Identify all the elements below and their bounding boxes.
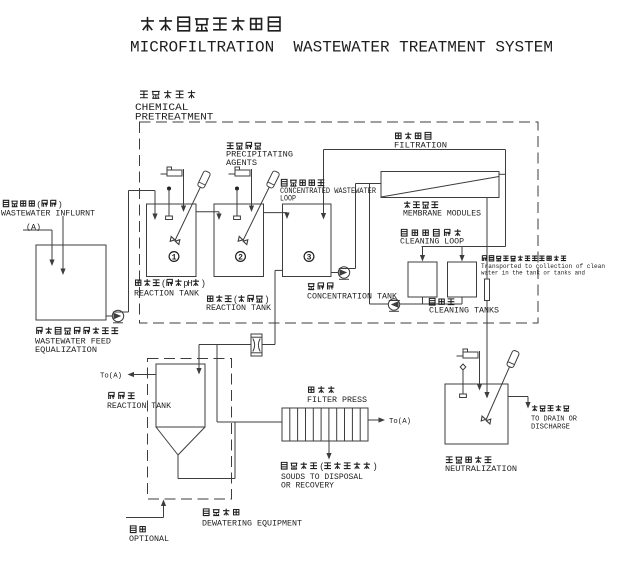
svg-text:PRETREATMENT: PRETREATMENT xyxy=(135,112,213,124)
svg-text:OPTIONAL: OPTIONAL xyxy=(129,534,169,544)
svg-text:PRECIPITATING: PRECIPITATING xyxy=(226,150,293,160)
svg-text:): ) xyxy=(264,295,269,305)
svg-text:To(A): To(A) xyxy=(100,373,122,381)
svg-text:REACTION TANK: REACTION TANK xyxy=(206,303,272,313)
svg-text:): ) xyxy=(201,279,206,289)
svg-text:(: ( xyxy=(36,200,41,210)
svg-text:FILTER PRESS: FILTER PRESS xyxy=(307,395,367,405)
svg-text:Transported to collection of c: Transported to collection of clean xyxy=(481,263,605,270)
svg-text:(: ( xyxy=(319,462,324,472)
svg-text:TO DRAIN OR: TO DRAIN OR xyxy=(531,416,578,424)
svg-text:SOUDS TO DISPOSAL: SOUDS TO DISPOSAL xyxy=(281,472,363,482)
svg-text:H: H xyxy=(187,279,192,289)
svg-text:(A): (A) xyxy=(26,223,41,233)
svg-text:CLEANING LOOP: CLEANING LOOP xyxy=(400,237,464,247)
svg-text:p: p xyxy=(183,279,188,289)
svg-text:LOOP: LOOP xyxy=(280,194,296,204)
svg-text:(: ( xyxy=(161,279,166,289)
svg-text:REACTION TANK: REACTION TANK xyxy=(107,401,172,411)
svg-text:FILTRATION: FILTRATION xyxy=(394,141,447,151)
svg-text:NEUTRALIZATION: NEUTRALIZATION xyxy=(445,464,517,474)
svg-text:WASTEWATER FEED: WASTEWATER FEED xyxy=(35,337,111,347)
svg-text:water in the tank or tanks and: water in the tank or tanks and xyxy=(481,270,585,277)
svg-text:CONCENTRATION TANK: CONCENTRATION TANK xyxy=(307,292,398,302)
svg-text:MICROFILTRATION WASTEWATER TR: MICROFILTRATION WASTEWATER TREATMENT SYS… xyxy=(130,39,553,57)
svg-text:2: 2 xyxy=(238,253,243,262)
svg-text:1: 1 xyxy=(172,253,177,262)
svg-text:EQUALIZATION: EQUALIZATION xyxy=(35,345,97,355)
svg-text:): ) xyxy=(58,200,63,210)
svg-text:AGENTS: AGENTS xyxy=(226,158,257,168)
svg-text:3: 3 xyxy=(307,253,312,262)
svg-text:REACTION TANK: REACTION TANK xyxy=(134,289,200,299)
svg-text:MEMBRANE MODULES: MEMBRANE MODULES xyxy=(403,209,481,219)
svg-text:DISCHARGE: DISCHARGE xyxy=(531,424,570,432)
svg-text:CHEMICAL: CHEMICAL xyxy=(135,102,189,114)
svg-text:CONCENTRATED WASTEWATER: CONCENTRATED WASTEWATER xyxy=(280,186,376,196)
svg-text:): ) xyxy=(372,462,377,472)
svg-text:WASTEWATER INFLURNT: WASTEWATER INFLURNT xyxy=(1,209,95,219)
svg-text:OR RECOVERY: OR RECOVERY xyxy=(281,481,334,491)
svg-text:(: ( xyxy=(233,295,238,305)
svg-text:DEWATERING EQUIPMENT: DEWATERING EQUIPMENT xyxy=(202,519,302,529)
svg-text:CLEANING TANKS: CLEANING TANKS xyxy=(429,306,499,316)
svg-text:To(A): To(A) xyxy=(389,418,411,426)
